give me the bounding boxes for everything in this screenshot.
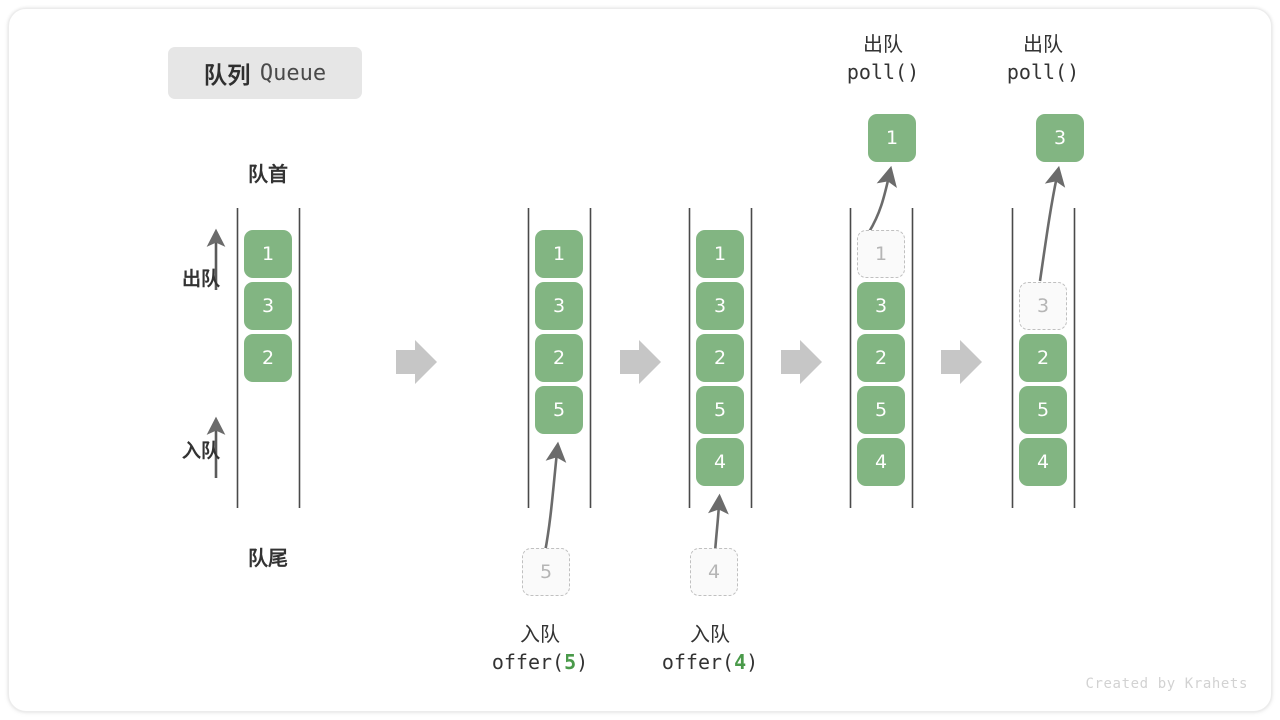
offer-4-close: ) (746, 650, 759, 675)
queue-card-new: 5 (535, 386, 583, 434)
queue-card: 2 (244, 334, 292, 382)
queue-card: 2 (1019, 334, 1067, 382)
queue-card: 3 (696, 282, 744, 330)
poll-3-label: 出队 poll() (963, 30, 1123, 87)
queue-card: 1 (696, 230, 744, 278)
poll-3-label-cn: 出队 (1023, 32, 1063, 56)
queue-card: 1 (535, 230, 583, 278)
popped-card-1: 1 (868, 114, 916, 162)
offer-5-fn: offer( (491, 650, 565, 675)
offer-4-label-code: offer(4) (610, 648, 810, 676)
poll-1-label: 出队 poll() (803, 30, 963, 87)
title-en: Queue (259, 60, 327, 86)
poll-3-fn: poll( (1006, 60, 1068, 85)
dequeue-side-label: 出队 (181, 268, 220, 290)
queue-card: 4 (857, 438, 905, 486)
queue-card: 3 (535, 282, 583, 330)
offer-5-label: 入队 offer(5) (440, 620, 640, 677)
removed-ghost-card-3: 3 (1019, 282, 1067, 330)
queue-card: 4 (1019, 438, 1067, 486)
removed-ghost-card-1: 1 (857, 230, 905, 278)
enqueue-side-label: 入队 (181, 440, 220, 462)
offer-5-arg: 5 (564, 650, 577, 675)
poll-1-label-cn: 出队 (863, 32, 903, 56)
popped-card-3: 3 (1036, 114, 1084, 162)
title-chip: 队列 Queue (168, 47, 362, 99)
poll-1-close: ) (907, 60, 920, 85)
offer-4-label-cn: 入队 (690, 622, 730, 646)
queue-card: 2 (857, 334, 905, 382)
title-cn: 队列 (203, 63, 251, 89)
queue-card: 5 (1019, 386, 1067, 434)
offer-5-label-code: offer(5) (440, 648, 640, 676)
pending-card-4: 4 (690, 548, 738, 596)
queue-card: 2 (535, 334, 583, 382)
poll-1-fn: poll( (846, 60, 908, 85)
queue-card-new: 4 (696, 438, 744, 486)
offer-4-label: 入队 offer(4) (610, 620, 810, 677)
poll-1-label-code: poll() (803, 58, 963, 86)
watermark: Created by Krahets (1085, 676, 1248, 692)
pending-card-5: 5 (522, 548, 570, 596)
poll-3-label-code: poll() (963, 58, 1123, 86)
offer-4-fn: offer( (661, 650, 735, 675)
queue-card: 5 (696, 386, 744, 434)
offer-5-label-cn: 入队 (520, 622, 560, 646)
diagram-frame (8, 8, 1272, 712)
queue-head-label: 队首 (248, 162, 288, 186)
queue-card: 3 (244, 282, 292, 330)
poll-3-close: ) (1067, 60, 1080, 85)
queue-card: 1 (244, 230, 292, 278)
queue-tail-label: 队尾 (248, 546, 288, 570)
queue-card: 3 (857, 282, 905, 330)
offer-5-close: ) (576, 650, 589, 675)
offer-4-arg: 4 (734, 650, 747, 675)
queue-card: 2 (696, 334, 744, 382)
queue-card: 5 (857, 386, 905, 434)
